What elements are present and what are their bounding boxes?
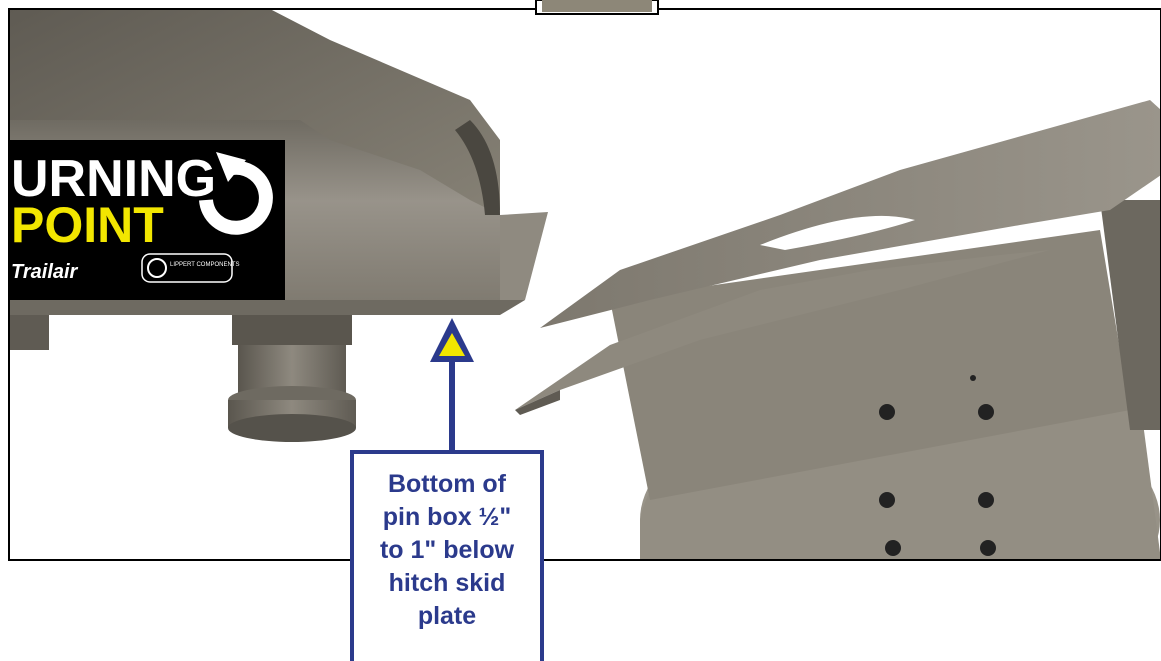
king-pin [228,315,356,442]
callout-line-4: hitch skid [388,569,506,597]
callout-box: Bottom of pin box ½" to 1" below hitch s… [350,450,544,661]
callout-line-2: pin box ½" [382,503,512,531]
pointer-arrow [430,318,474,452]
fifth-wheel-hitch [515,100,1161,560]
brand-line-2: POINT [11,197,164,253]
callout-line-3: to 1" below [379,536,515,564]
callout-line-5: plate [417,602,477,630]
turn-arrow-icon [199,160,273,235]
callout-line-1: Bottom of [387,470,507,498]
sub-brand: Trailair [11,261,79,283]
partner-name: LIPPERT COMPONENTS [170,262,239,268]
brand-line-1: URNING [11,150,216,208]
brand-logo: URNING POINT Trailair LIPPERT COMPONENTS [9,140,285,300]
lippert-icon [147,258,167,278]
